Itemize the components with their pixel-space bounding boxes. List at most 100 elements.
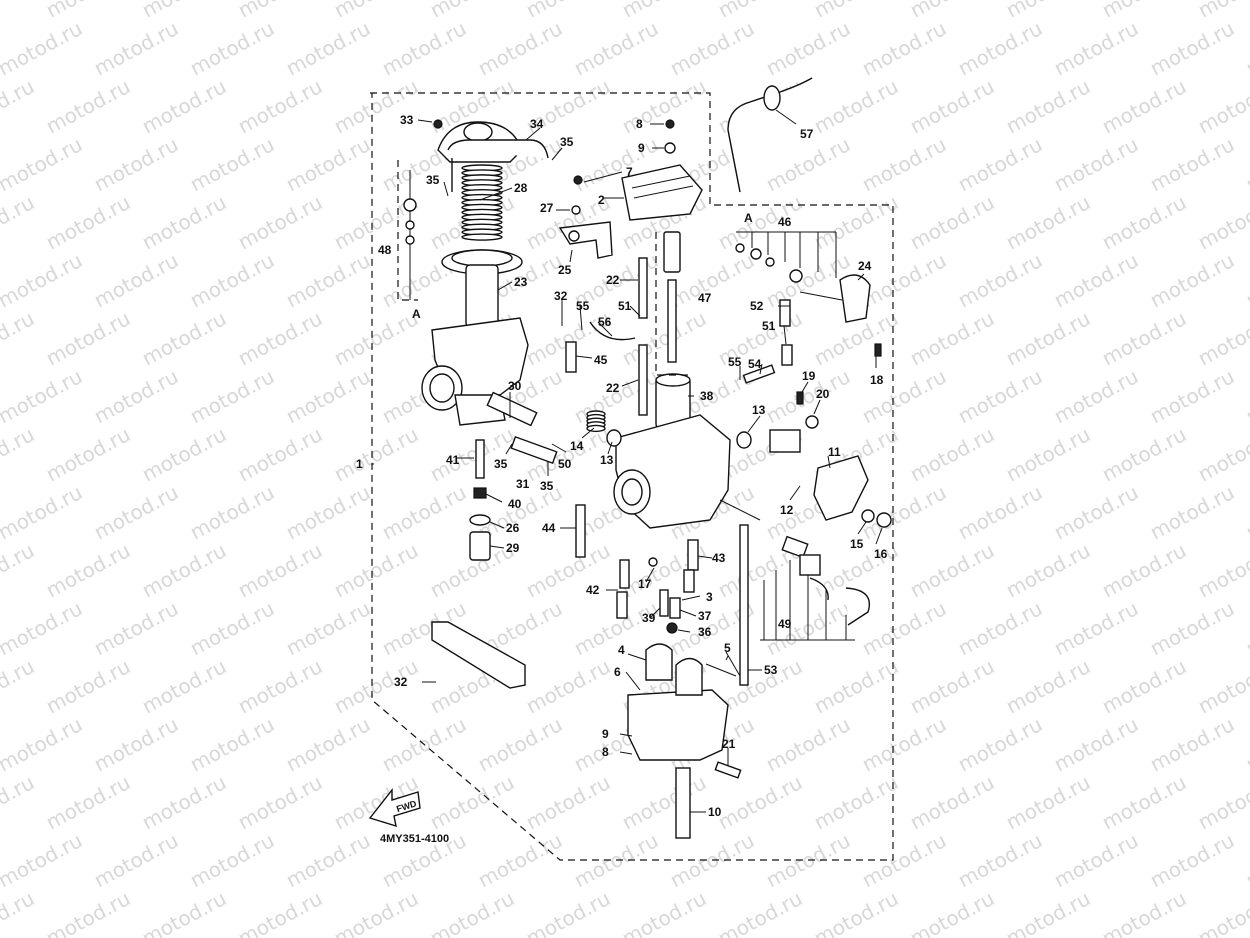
watermark: motod.ru: [762, 132, 854, 196]
watermark: motod.ru: [138, 886, 230, 938]
adjuster-washer-3: [765, 257, 775, 267]
watermark: motod.ru: [426, 0, 518, 22]
watermark: motod.ru: [0, 770, 38, 834]
callout-45: 45: [594, 353, 608, 367]
watermark: motod.ru: [1146, 712, 1238, 776]
watermark: motod.ru: [810, 654, 902, 718]
washer-9-top: [664, 142, 676, 154]
watermark: motod.ru: [0, 422, 38, 486]
callout-57: 57: [800, 127, 814, 141]
watermark: motod.ru: [858, 712, 950, 776]
float-bowl: [627, 689, 729, 761]
watermark: motod.ru: [1050, 364, 1142, 428]
watermark: motod.ru: [810, 0, 902, 22]
watermark: motod.ru: [282, 480, 374, 544]
pilot-jet: [616, 591, 628, 619]
callout-20: 20: [816, 387, 830, 401]
callout-11: 11: [828, 445, 841, 459]
watermark: motod.ru: [522, 770, 614, 834]
watermark: motod.ru: [234, 770, 326, 834]
callout-14: 14: [570, 439, 584, 453]
collar-16: [876, 512, 892, 528]
watermark: motod.ru: [378, 16, 470, 80]
watermark: motod.ru: [954, 480, 1046, 544]
needle-spacer: [405, 235, 415, 245]
middle-parts: [433, 119, 742, 839]
callout-35-c: 35: [494, 457, 508, 471]
watermark: motod.ru: [1002, 654, 1094, 718]
watermark: motod.ru: [1146, 480, 1238, 544]
washer-27: [571, 205, 581, 215]
watermark: motod.ru: [906, 190, 998, 254]
watermark: motod.ru: [0, 190, 38, 254]
vent-tube-inner: [727, 77, 813, 193]
callout-24: 24: [858, 259, 872, 273]
watermark: motod.ru: [282, 828, 374, 892]
watermark: motod.ru: [1002, 422, 1094, 486]
watermark: motod.ru: [282, 712, 374, 776]
watermark: motod.ru: [42, 190, 134, 254]
callout-5: 5: [724, 641, 731, 655]
watermark: motod.ru: [1146, 828, 1238, 892]
watermark: motod.ru: [282, 132, 374, 196]
watermark: motod.ru: [570, 16, 662, 80]
jet-holder: [469, 531, 491, 561]
callout-6: 6: [614, 665, 621, 679]
screw-19: [796, 391, 804, 405]
o-ring-17: [648, 557, 658, 567]
callout-18: 18: [870, 373, 884, 387]
watermark: motod.ru: [138, 74, 230, 138]
watermark: motod.ru: [1194, 770, 1250, 834]
adjuster-washer-2: [750, 248, 762, 260]
watermark: motod.ru: [0, 0, 38, 22]
watermark: motod.ru: [186, 712, 278, 776]
watermark: motod.ru: [1002, 538, 1094, 602]
drain-screw: [575, 504, 586, 558]
watermark: motod.ru: [0, 16, 86, 80]
watermark: motod.ru: [522, 886, 614, 938]
main-jet-37: [669, 597, 681, 619]
callout-53: 53: [764, 663, 778, 677]
collar-13-mid: [606, 429, 622, 447]
ref-marker-right: A: [744, 211, 753, 225]
callout-36: 36: [698, 625, 712, 639]
mounting-bracket: [431, 621, 526, 689]
rod-upper: [638, 257, 648, 319]
watermark: motod.ru: [1050, 132, 1142, 196]
callout-55-b: 55: [728, 355, 742, 369]
watermark: motod.ru: [1098, 74, 1190, 138]
main-jet: [473, 487, 487, 499]
watermark: motod.ru: [0, 74, 38, 138]
watermark: motod.ru: [42, 654, 134, 718]
right-intake-inner: [621, 478, 643, 506]
assembly-boundary: [370, 92, 894, 861]
watermark: motod.ru: [1002, 190, 1094, 254]
watermark: motod.ru: [0, 712, 86, 776]
watermark: motod.ru: [714, 770, 806, 834]
watermark: motod.ru: [426, 770, 518, 834]
watermark: motod.ru: [234, 0, 326, 22]
callout-49: 49: [778, 617, 792, 631]
callout-16: 16: [874, 547, 888, 561]
enricher-rod: [667, 279, 677, 363]
callout-3: 3: [706, 590, 713, 604]
watermark: motod.ru: [1098, 654, 1190, 718]
watermark: motod.ru: [666, 16, 758, 80]
float-pin: [705, 663, 737, 677]
link-12: [769, 429, 801, 453]
watermark: motod.ru: [0, 654, 38, 718]
watermark: motod.ru: [954, 132, 1046, 196]
float-left: [645, 643, 673, 681]
throttle-spring: [586, 410, 606, 433]
watermark: motod.ru: [1002, 770, 1094, 834]
watermark: motod.ru: [1146, 16, 1238, 80]
watermark: motod.ru: [906, 306, 998, 370]
watermark: motod.ru: [1242, 364, 1250, 428]
jet-washer: [469, 514, 491, 526]
watermark: motod.ru: [42, 886, 134, 938]
callout-13-right: 13: [752, 403, 766, 417]
watermark: motod.ru: [186, 16, 278, 80]
rod-lower: [638, 344, 648, 416]
watermark: motod.ru: [0, 538, 38, 602]
